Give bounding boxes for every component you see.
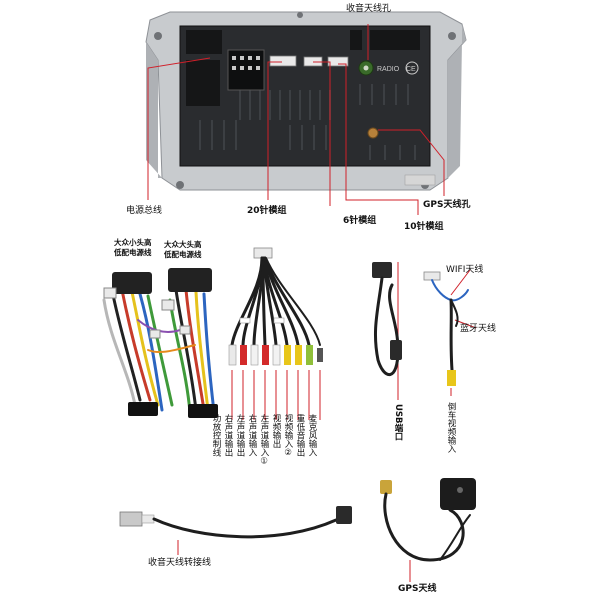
pin20-module-label: 20针模组 [247, 206, 287, 216]
rca-label-video-out: 视频输出 [271, 414, 281, 448]
radio-adapter-cable [119, 506, 352, 539]
harness-connectors [103, 268, 218, 418]
usb-port-label: USB端口 [393, 404, 403, 441]
head-unit: RADIO CE [145, 11, 467, 191]
gps-port [367, 127, 379, 139]
gps-antenna-label: GPS天线 [398, 584, 437, 594]
gps-antenna-port-label: GPS天线孔 [423, 200, 471, 210]
pin10-socket [327, 56, 349, 67]
rca-label-mic-in: 麦克风输入 [307, 414, 317, 457]
radio-mark: RADIO [377, 66, 400, 73]
vw-small-harness-label: 大众小头高 低配电源线 [114, 238, 152, 257]
pin10-cable [423, 271, 469, 386]
gps-antenna-cable [380, 478, 476, 562]
rca-label-left-out: 左声道输出 [235, 414, 245, 457]
rca-label-left-in: 左声道输入① [259, 414, 269, 467]
wifi-antenna-label: WIFI天线 [446, 265, 484, 275]
rca-label-subwoofer: 重低音输出 [295, 414, 305, 457]
pin6-module-label: 6针模组 [343, 216, 377, 226]
ce-mark: CE [406, 66, 416, 73]
vw-large-harness-label: 大众大头高 低配电源线 [164, 240, 202, 259]
pin10-module-label: 10针模组 [404, 222, 444, 232]
rca-label-amp-control: 功放控制线 [211, 414, 221, 457]
rca-label-video-in: 视频输入② [283, 414, 293, 458]
usb-cable [372, 262, 402, 377]
rca-harness [230, 247, 321, 347]
rca-label-right-in: 右声道输入 [247, 414, 257, 457]
bluetooth-antenna-label: 蓝牙天线 [460, 324, 497, 334]
callout-lines [147, 24, 477, 582]
power-harnesses [102, 288, 216, 414]
power-harness-label: 电源总线 [126, 206, 163, 216]
rca-label-right-out: 右声道输出 [223, 414, 233, 457]
pin20-socket [269, 55, 297, 67]
radio-antenna-port-label: 收音天线孔 [346, 4, 392, 14]
reverse-camera-label: 倒车视频输入 [446, 402, 456, 453]
radio-adapter-label: 收音天线转接线 [148, 558, 212, 568]
power-socket [227, 49, 265, 91]
rca-plugs [228, 344, 323, 366]
